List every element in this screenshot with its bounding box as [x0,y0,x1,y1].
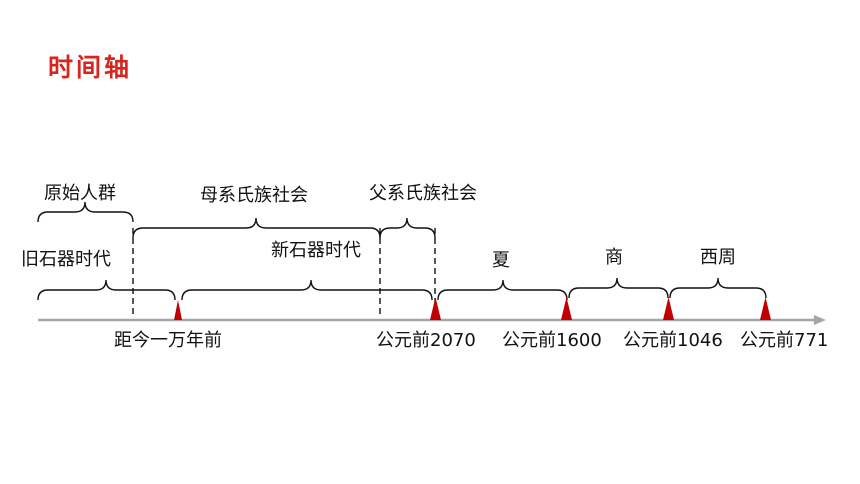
bracket-neolithic [181,279,433,301]
bracket-shang [568,277,669,299]
bracket-patriarchal [379,217,436,239]
era-label-primitive-group: 原始人群 [44,183,116,204]
timeline-arrowhead [814,315,826,325]
date-label-2070-bc: 公元前2070 [376,330,476,351]
marker-10000-years-ago [174,300,182,320]
bracket-paleolithic [37,279,176,301]
marker-771-bc [760,297,771,320]
marker-1046-bc [663,297,674,320]
period-label-xia: 夏 [492,250,510,271]
period-label-western-zhou: 西周 [700,247,736,268]
bracket-western-zhou [669,277,767,299]
marker-2070-bc [430,297,441,320]
period-label-paleolithic: 旧石器时代 [21,249,111,270]
bracket-primitive-group [37,201,134,223]
era-label-patriarchal: 父系氏族社会 [369,183,477,204]
bracket-xia [437,279,568,301]
date-label-10000-years-ago: 距今一万年前 [114,330,222,351]
bracket-matriarchal [132,217,381,239]
marker-1600-bc [561,297,572,320]
date-label-1600-bc: 公元前1600 [502,330,602,351]
date-label-771-bc: 公元前771 [740,330,829,351]
page-title: 时间轴 [48,53,133,82]
period-label-shang: 商 [605,247,623,268]
era-label-matriarchal: 母系氏族社会 [200,185,308,206]
period-label-neolithic: 新石器时代 [271,240,361,261]
date-label-1046-bc: 公元前1046 [623,330,723,351]
